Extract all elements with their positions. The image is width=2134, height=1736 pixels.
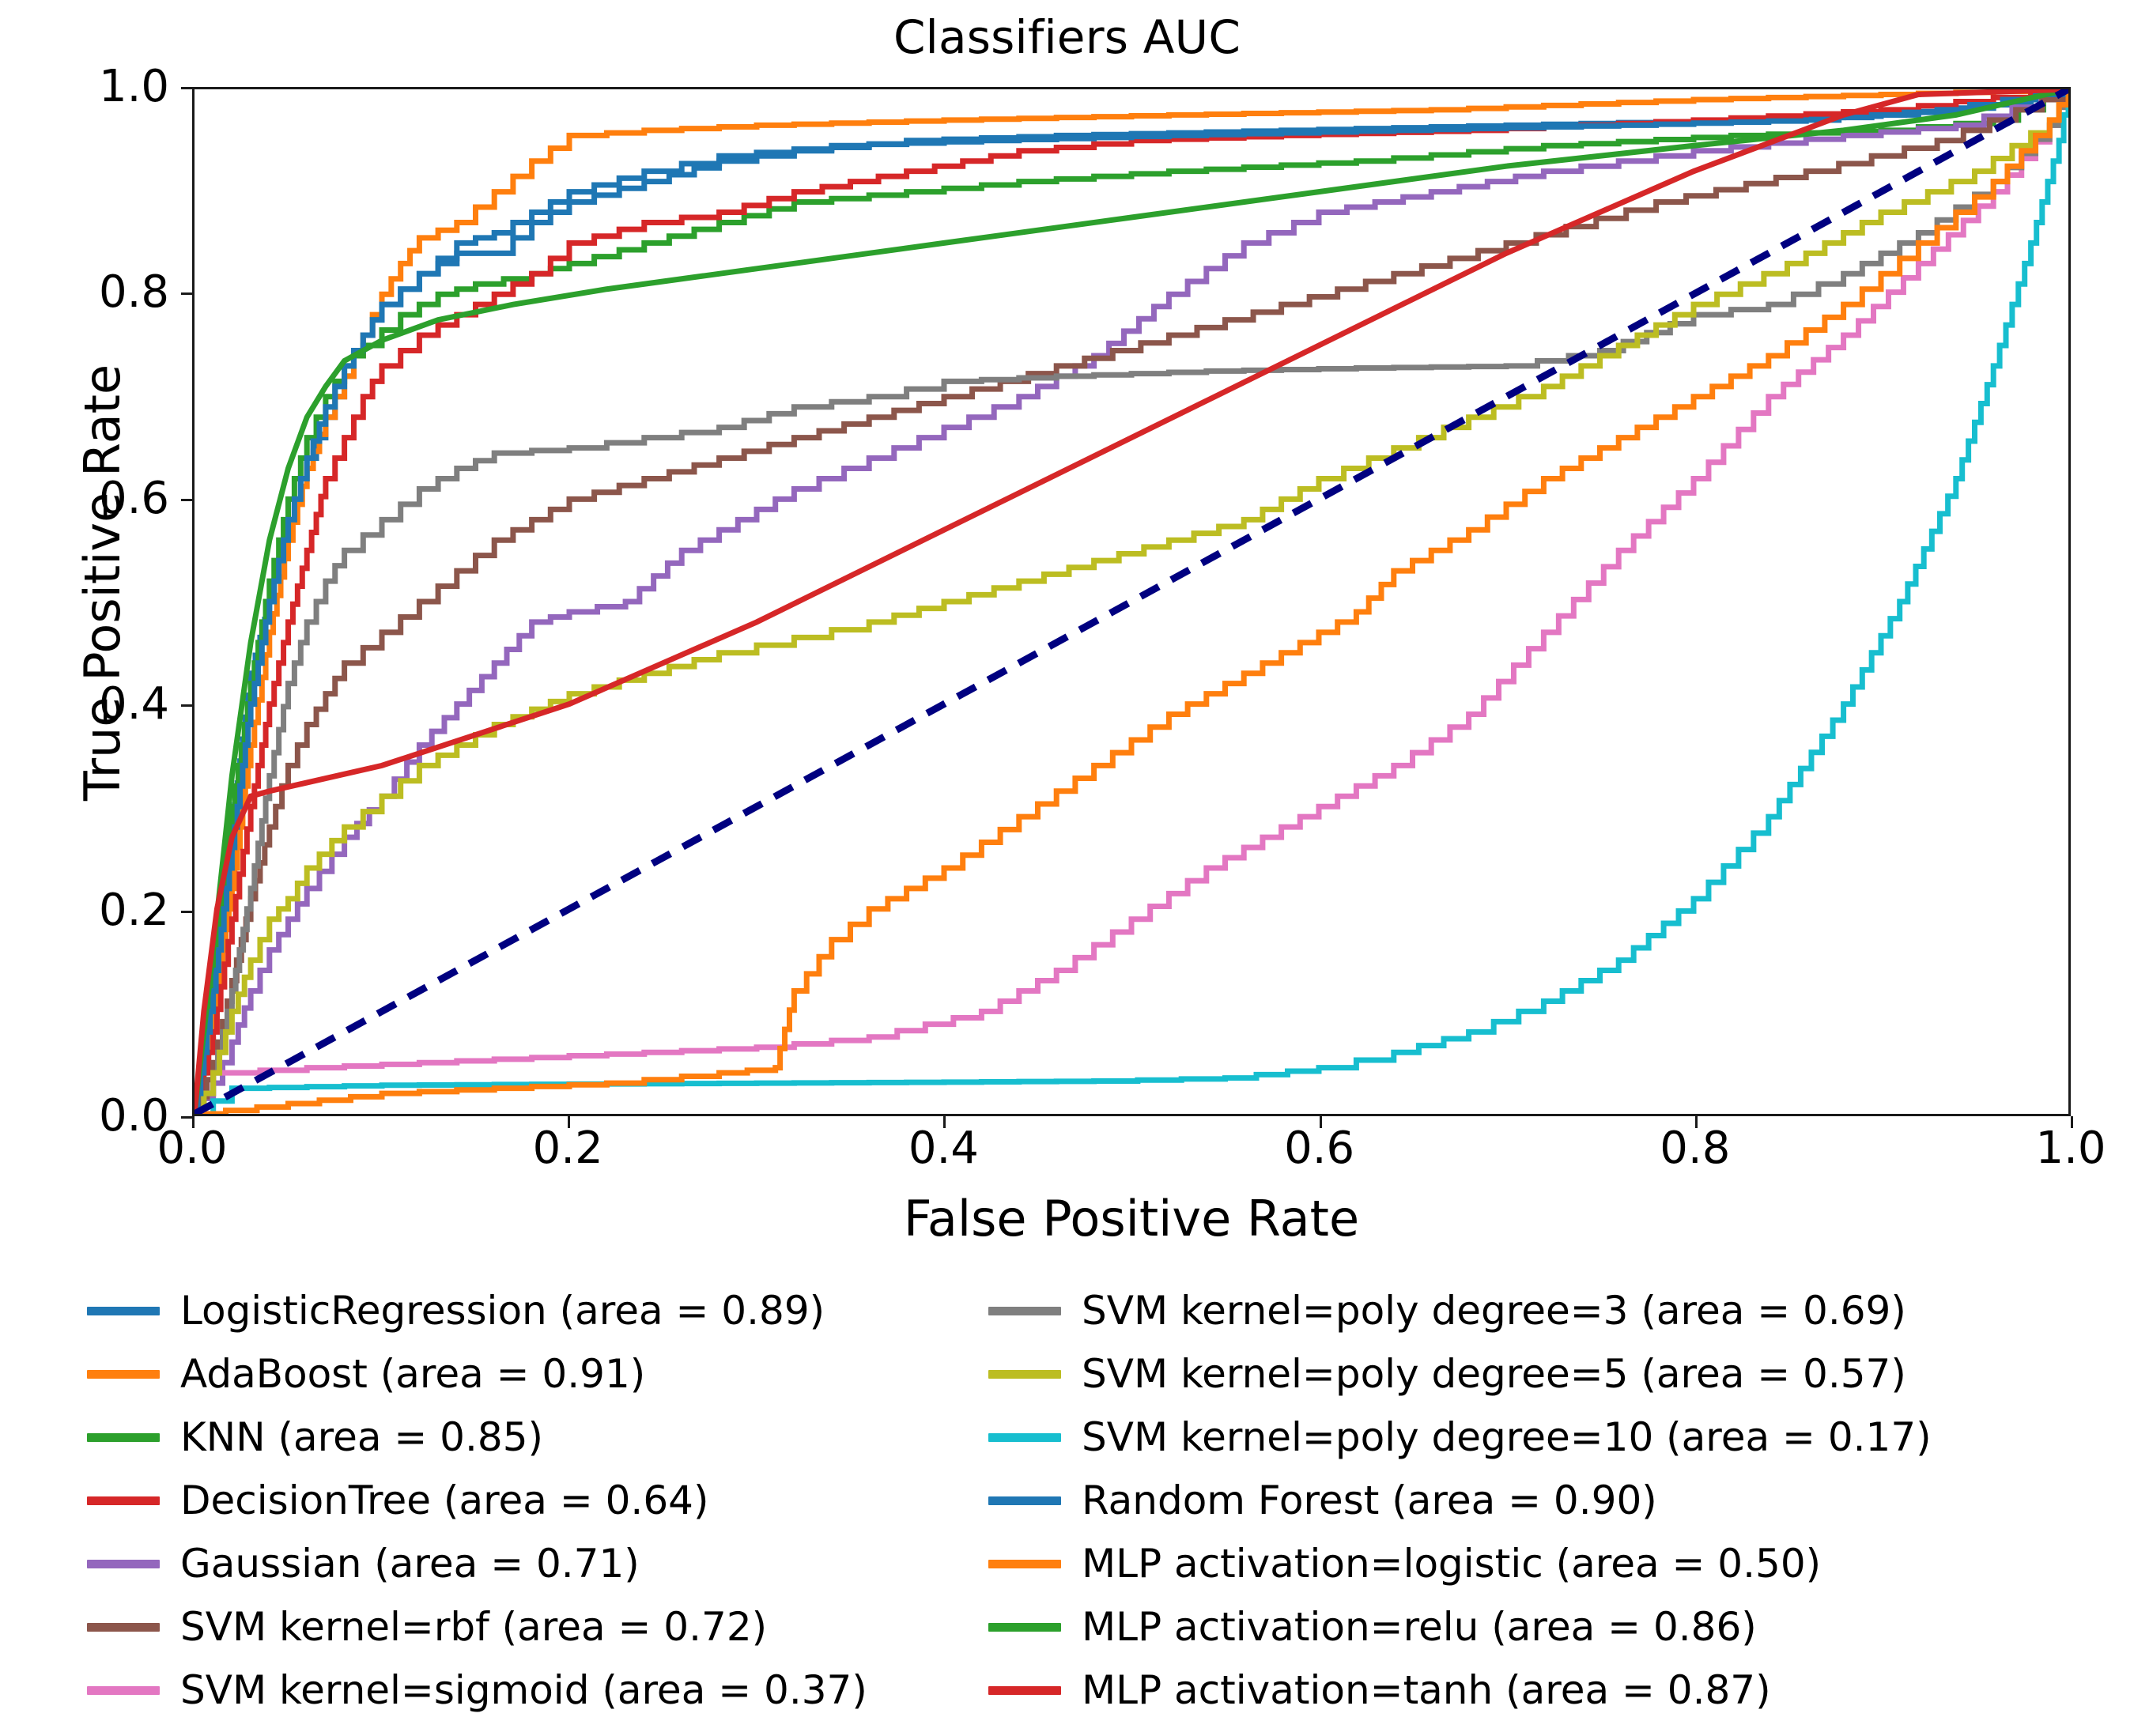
legend-item-label: AdaBoost (area = 0.91) — [180, 1351, 646, 1397]
page-title: Classifiers AUC — [893, 10, 1241, 64]
legend-item-label: SVM kernel=poly degree=5 (area = 0.57) — [1082, 1351, 1906, 1397]
legend-item[interactable]: SVM kernel=sigmoid (area = 0.37) — [87, 1659, 988, 1722]
roc-curve — [195, 89, 2068, 1114]
y-tick-label: 1.0 — [98, 61, 169, 112]
legend-item[interactable]: SVM kernel=rbf (area = 0.72) — [87, 1595, 988, 1659]
legend-color-swatch — [87, 1622, 160, 1632]
legend: LogisticRegression (area = 0.89) SVM kern… — [87, 1279, 2079, 1722]
roc-curve — [195, 89, 2068, 1114]
x-tick-mark — [1694, 1116, 1698, 1128]
legend-item-label: SVM kernel=poly degree=3 (area = 0.69) — [1082, 1288, 1906, 1334]
plot-area — [192, 87, 2071, 1116]
y-tick-label: 0.0 — [98, 1090, 169, 1142]
x-tick-mark — [192, 1116, 195, 1128]
chance-diagonal-line — [195, 89, 2068, 1114]
legend-item[interactable]: KNN (area = 0.85) — [87, 1406, 988, 1469]
legend-color-swatch — [988, 1369, 1061, 1379]
x-tick-label: 0.6 — [1284, 1123, 1355, 1174]
legend-item-label: LogisticRegression (area = 0.89) — [180, 1288, 825, 1334]
legend-item-label: Random Forest (area = 0.90) — [1082, 1477, 1657, 1523]
legend-item-label: SVM kernel=sigmoid (area = 0.37) — [180, 1667, 867, 1713]
x-tick-label: 0.0 — [157, 1123, 228, 1174]
legend-color-swatch — [988, 1432, 1061, 1442]
legend-color-swatch — [87, 1369, 160, 1379]
legend-item[interactable]: MLP activation=logistic (area = 0.50) — [988, 1532, 2079, 1595]
x-tick-mark — [943, 1116, 946, 1128]
legend-color-swatch — [87, 1496, 160, 1505]
legend-item[interactable]: MLP activation=relu (area = 0.86) — [988, 1595, 2079, 1659]
roc-curve — [195, 89, 2068, 1114]
roc-curve — [195, 89, 2068, 1114]
legend-item[interactable]: LogisticRegression (area = 0.89) — [87, 1279, 988, 1342]
y-tick-mark — [181, 87, 193, 89]
y-tick-mark — [181, 910, 193, 913]
x-axis-label: False Positive Rate — [903, 1190, 1360, 1247]
x-tick-mark — [2071, 1116, 2073, 1128]
y-tick-label: 0.8 — [98, 266, 169, 319]
legend-color-swatch — [988, 1685, 1061, 1695]
legend-item-label: SVM kernel=poly degree=10 (area = 0.17) — [1082, 1414, 1932, 1460]
legend-item[interactable]: SVM kernel=poly degree=10 (area = 0.17) — [988, 1406, 2079, 1469]
roc-curve — [195, 89, 2068, 1114]
x-tick-label: 0.2 — [532, 1123, 603, 1174]
legend-item-label: MLP activation=tanh (area = 0.87) — [1082, 1667, 1771, 1713]
legend-color-swatch — [87, 1306, 160, 1315]
roc-curve — [195, 89, 2068, 1114]
y-tick-mark — [181, 704, 193, 708]
y-tick-mark — [181, 498, 193, 501]
legend-color-swatch — [87, 1685, 160, 1695]
y-tick-mark — [181, 292, 193, 296]
y-axis-label: True Positive Rate — [74, 364, 131, 802]
legend-item[interactable]: AdaBoost (area = 0.91) — [87, 1342, 988, 1406]
roc-curves-svg — [195, 89, 2068, 1114]
legend-item-label: SVM kernel=rbf (area = 0.72) — [180, 1604, 768, 1650]
legend-item[interactable]: Random Forest (area = 0.90) — [988, 1469, 2079, 1532]
legend-item-label: MLP activation=logistic (area = 0.50) — [1082, 1541, 1822, 1587]
x-tick-label: 0.4 — [908, 1123, 979, 1174]
roc-curve — [195, 89, 2068, 1114]
legend-item[interactable]: SVM kernel=poly degree=5 (area = 0.57) — [988, 1342, 2079, 1406]
legend-color-swatch — [988, 1559, 1061, 1568]
y-tick-label: 0.6 — [98, 472, 169, 524]
x-tick-label: 0.8 — [1660, 1123, 1731, 1174]
legend-item-label: DecisionTree (area = 0.64) — [180, 1477, 709, 1523]
roc-curve — [195, 89, 2068, 1114]
roc-curve — [195, 89, 2068, 1114]
legend-item[interactable]: SVM kernel=poly degree=3 (area = 0.69) — [988, 1279, 2079, 1342]
legend-item-label: Gaussian (area = 0.71) — [180, 1541, 640, 1587]
legend-color-swatch — [988, 1496, 1061, 1505]
legend-color-swatch — [87, 1432, 160, 1442]
y-tick-mark — [181, 1116, 193, 1119]
legend-item-label: KNN (area = 0.85) — [180, 1414, 544, 1460]
x-tick-mark — [568, 1116, 571, 1128]
legend-item[interactable]: DecisionTree (area = 0.64) — [87, 1469, 988, 1532]
y-tick-label: 0.2 — [98, 884, 169, 936]
legend-item[interactable]: MLP activation=tanh (area = 0.87) — [988, 1659, 2079, 1722]
roc-curve — [195, 89, 2068, 1114]
legend-item-label: MLP activation=relu (area = 0.86) — [1082, 1604, 1757, 1650]
legend-item[interactable]: Gaussian (area = 0.71) — [87, 1532, 988, 1595]
x-tick-mark — [1319, 1116, 1322, 1128]
legend-color-swatch — [988, 1622, 1061, 1632]
x-tick-label: 1.0 — [2035, 1123, 2106, 1174]
legend-color-swatch — [87, 1559, 160, 1568]
y-tick-label: 0.4 — [98, 678, 169, 730]
legend-color-swatch — [988, 1306, 1061, 1315]
